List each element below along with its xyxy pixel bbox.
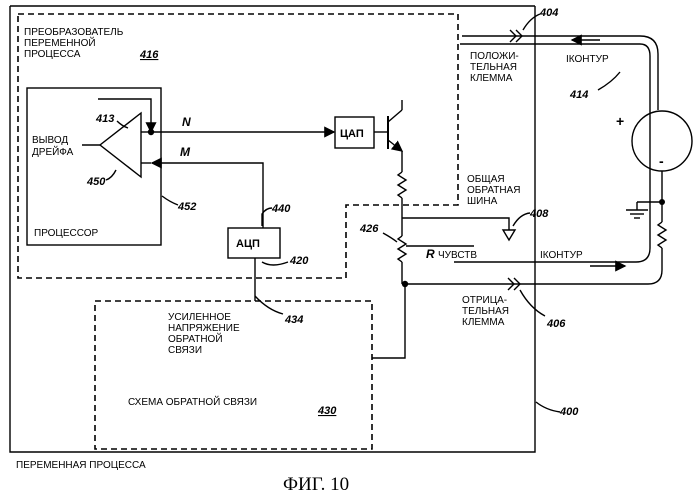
ref-414-leader [598,72,620,90]
ref-408-leader [513,213,530,226]
adc-ref-top: 440 [271,203,291,215]
common-bus-wire [402,218,509,230]
transistor-collector [388,110,402,122]
adc-ref-bottom: 420 [289,255,309,267]
transistor-emitter [388,140,402,151]
m-signal-label: M [180,145,191,159]
ref-450-leader [106,170,116,180]
device-ref: 400 [559,406,579,418]
dac-label: ЦАП [340,128,364,140]
feedback-voltage-ref: 434 [284,314,303,326]
minus-symbol: - [659,153,664,169]
loop-current-ref: 414 [569,89,588,101]
processor-ref: 452 [177,201,196,213]
positive-terminal-label: ПОЛОЖИ- ТЕЛЬНАЯ КЛЕММА [470,51,522,84]
loop-current-label-bottom: IКОНТУР [540,250,583,261]
drift-output-label: ВЫВОД ДРЕЙФА [32,135,74,158]
ref-452-leader [162,196,178,205]
upper-resistor [398,172,406,198]
loop-current-label-top: IКОНТУР [566,54,609,65]
ref-426-leader [383,233,397,242]
sense-resistor-426 [398,236,406,262]
n-signal-label: N [182,115,191,129]
plus-symbol: + [616,113,624,129]
r-sense-symbol: R [426,247,435,261]
load-resistor [658,222,666,248]
m-line [152,163,263,228]
figure-caption: ФИГ. 10 [283,474,349,494]
feedback-voltage-label: УСИЛЕННОЕ НАПРЯЖЕНИЕ ОБРАТНОЙ СВЯЗИ [168,312,242,356]
common-bus-ref: 408 [529,208,549,220]
feedback-circuit-ref: 430 [317,405,337,417]
converter-label: ПРЕОБРАЗОВАТЕЛЬ ПЕРЕМЕННОЙ ПРОЦЕССА [24,27,126,60]
ref-434-leader [255,296,283,314]
ref-404-leader [523,14,540,30]
ref-400-leader [536,402,560,412]
node-413-ref: 413 [95,113,114,125]
negative-terminal-ref: 406 [546,318,566,330]
processor-label: ПРОЦЕССОР [34,228,98,239]
feedback-output-wire [372,284,405,358]
feedback-circuit-label: СХЕМА ОБРАТНОЙ СВЯЗИ [128,395,257,408]
ref-406-leader [520,290,545,316]
process-variable-footer: ПЕРЕМЕННАЯ ПРОЦЕССА [16,460,146,471]
adc-label: АЦП [236,238,260,250]
negative-terminal-label: ОТРИЦА- ТЕЛЬНАЯ КЛЕММА [462,295,512,328]
positive-terminal-ref: 404 [539,7,558,19]
common-bus-label: ОБЩАЯ ОБРАТНАЯ ШИНА [467,174,523,207]
resistor-426-ref: 426 [359,223,379,235]
r-sense-label: ЧУВСТВ [438,250,477,261]
converter-ref: 416 [139,49,159,61]
bus-ground-symbol [503,230,515,240]
amp-450-ref: 450 [86,176,106,188]
ref-420-leader [262,262,288,265]
